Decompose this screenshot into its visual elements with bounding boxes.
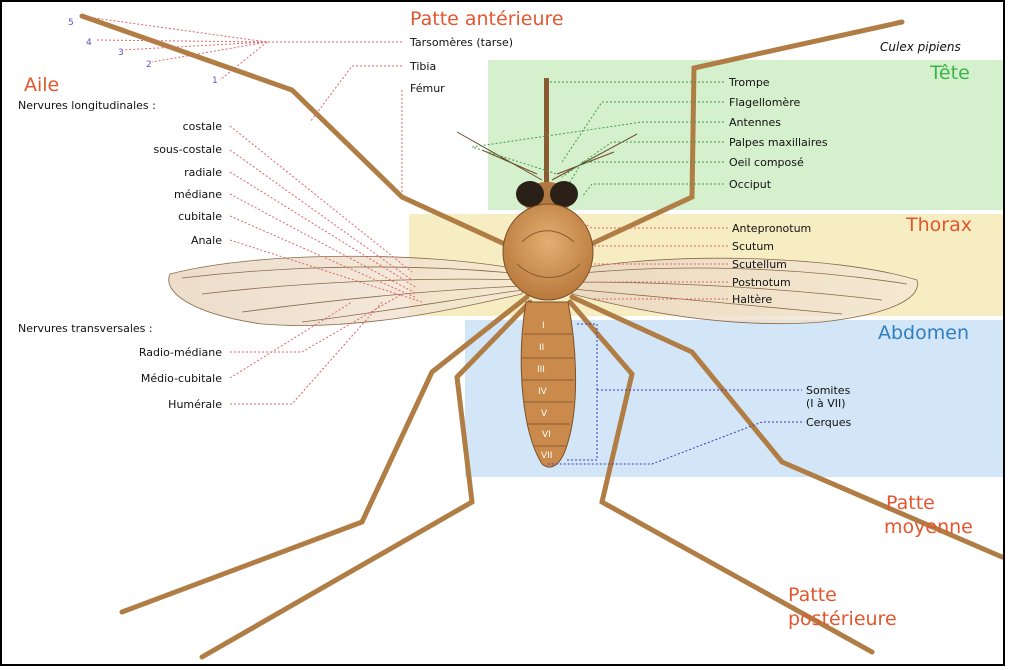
head-title: Tête	[930, 62, 970, 84]
longitudinal-veins-header: Nervures longitudinales :	[18, 99, 156, 112]
head-part-occiput: Occiput	[729, 178, 771, 191]
head-part-antennes: Antennes	[729, 116, 781, 129]
segment-III: III	[537, 364, 545, 377]
middle-leg-title-2: moyenne	[884, 516, 973, 538]
vein-sous-costale: sous-costale	[153, 143, 222, 156]
posterior-leg-title-1: Patte	[788, 584, 837, 606]
thorax-title: Thorax	[906, 214, 972, 236]
vein-radio-mediane: Radio-médiane	[139, 346, 222, 359]
tarsus-number-5: 5	[68, 18, 74, 28]
transverse-veins-header: Nervures transversales :	[18, 322, 153, 335]
thorax-part-scutum: Scutum	[732, 240, 774, 253]
head-part-oeil: Oeil composé	[729, 156, 804, 169]
vein-radiale: radiale	[184, 166, 222, 179]
segment-VII: VII	[541, 450, 552, 463]
tarsus-number-3: 3	[118, 48, 124, 58]
thorax-part-antepronotum: Antepronotum	[732, 222, 811, 235]
label-tibia: Tibia	[410, 60, 436, 73]
abdomen-body	[521, 302, 575, 467]
segment-IV: IV	[538, 386, 547, 399]
tarsus-number-1: 1	[212, 76, 218, 86]
tarsus-number-4: 4	[86, 38, 92, 48]
vein-costale: costale	[183, 120, 222, 133]
segment-I: I	[542, 320, 545, 333]
posterior-leg-title-2: postérieure	[788, 608, 897, 630]
right-compound-eye	[550, 181, 578, 207]
tarsus-number-2: 2	[146, 60, 152, 70]
vein-cubitale: cubitale	[178, 210, 222, 223]
label-tarsomeres: Tarsomères (tarse)	[410, 36, 513, 49]
middle-leg-title-1: Patte	[886, 492, 935, 514]
thorax-part-haltere: Haltère	[732, 293, 772, 306]
segment-II: II	[539, 342, 544, 355]
thorax-body	[503, 204, 593, 300]
head-part-trompe: Trompe	[729, 76, 770, 89]
thorax-part-postnotum: Postnotum	[732, 276, 791, 289]
species-name: Culex pipiens	[880, 40, 961, 54]
wing-title: Aile	[24, 74, 59, 96]
vein-humerale: Humérale	[168, 398, 222, 411]
abdomen-somites-range: (I à VII)	[806, 397, 846, 410]
head-part-flagellomere: Flagellomère	[729, 96, 800, 109]
vein-mediane: médiane	[174, 188, 222, 201]
thorax-part-scutellum: Scutellum	[732, 258, 787, 271]
abdomen-somites: Somites	[806, 384, 850, 397]
label-femur: Fémur	[410, 82, 445, 95]
head-part-palpes: Palpes maxillaires	[729, 136, 828, 149]
segment-V: V	[541, 408, 547, 421]
abdomen-title: Abdomen	[878, 322, 969, 344]
leader-lines-green	[472, 82, 724, 197]
abdomen-cerques: Cerques	[806, 416, 851, 429]
anterior-leg-title: Patte antérieure	[410, 8, 564, 30]
segment-VI: VI	[542, 429, 551, 442]
vein-medio-cubitale: Médio-cubitale	[141, 372, 222, 385]
vein-anale: Anale	[191, 234, 222, 247]
left-compound-eye	[516, 181, 544, 207]
